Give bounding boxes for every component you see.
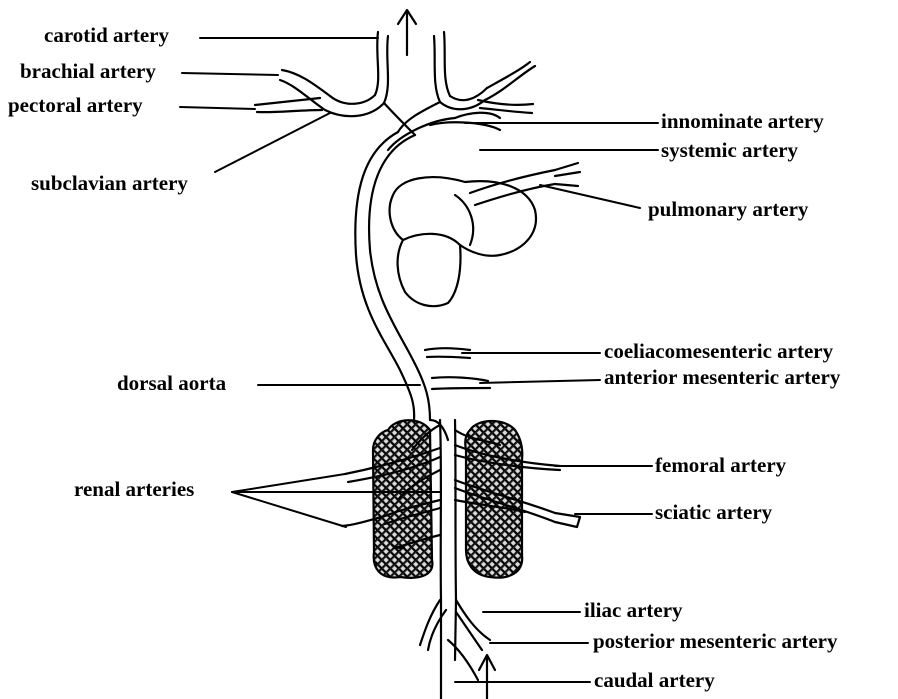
label-pectoral-artery: pectoral artery — [8, 95, 143, 116]
label-pulmonary-artery: pulmonary artery — [648, 199, 808, 220]
left-arch-branches — [255, 70, 415, 135]
systemic-arch-and-dorsal-aorta — [355, 102, 500, 420]
label-femoral-artery: femoral artery — [655, 455, 786, 476]
label-brachial-artery: brachial artery — [20, 61, 156, 82]
left-kidney — [373, 420, 432, 578]
label-dorsal-aorta: dorsal aorta — [117, 373, 226, 394]
label-systemic-artery: systemic artery — [661, 140, 798, 161]
label-iliac-artery: iliac artery — [584, 600, 683, 621]
pulmonary-artery-vessel — [470, 163, 580, 205]
label-posterior-mesenteric-artery: posterior mesenteric artery — [593, 631, 838, 652]
label-sciatic-artery: sciatic artery — [655, 502, 772, 523]
label-subclavian-artery: subclavian artery — [31, 173, 188, 194]
label-coeliacomesenteric-artery: coeliacomesenteric artery — [604, 341, 833, 362]
leader-lines — [180, 38, 658, 682]
label-innominate-artery: innominate artery — [661, 111, 824, 132]
right-arch-branches — [440, 62, 535, 113]
heart — [390, 177, 536, 306]
label-caudal-artery: caudal artery — [594, 670, 715, 691]
label-carotid-artery: carotid artery — [44, 25, 169, 46]
label-renal-arteries: renal arteries — [74, 479, 194, 500]
carotid-arteries — [375, 32, 450, 103]
bottom-arrow — [479, 655, 495, 699]
top-arrow — [398, 10, 416, 55]
label-anterior-mesenteric-artery: anterior mesenteric artery — [604, 367, 840, 388]
